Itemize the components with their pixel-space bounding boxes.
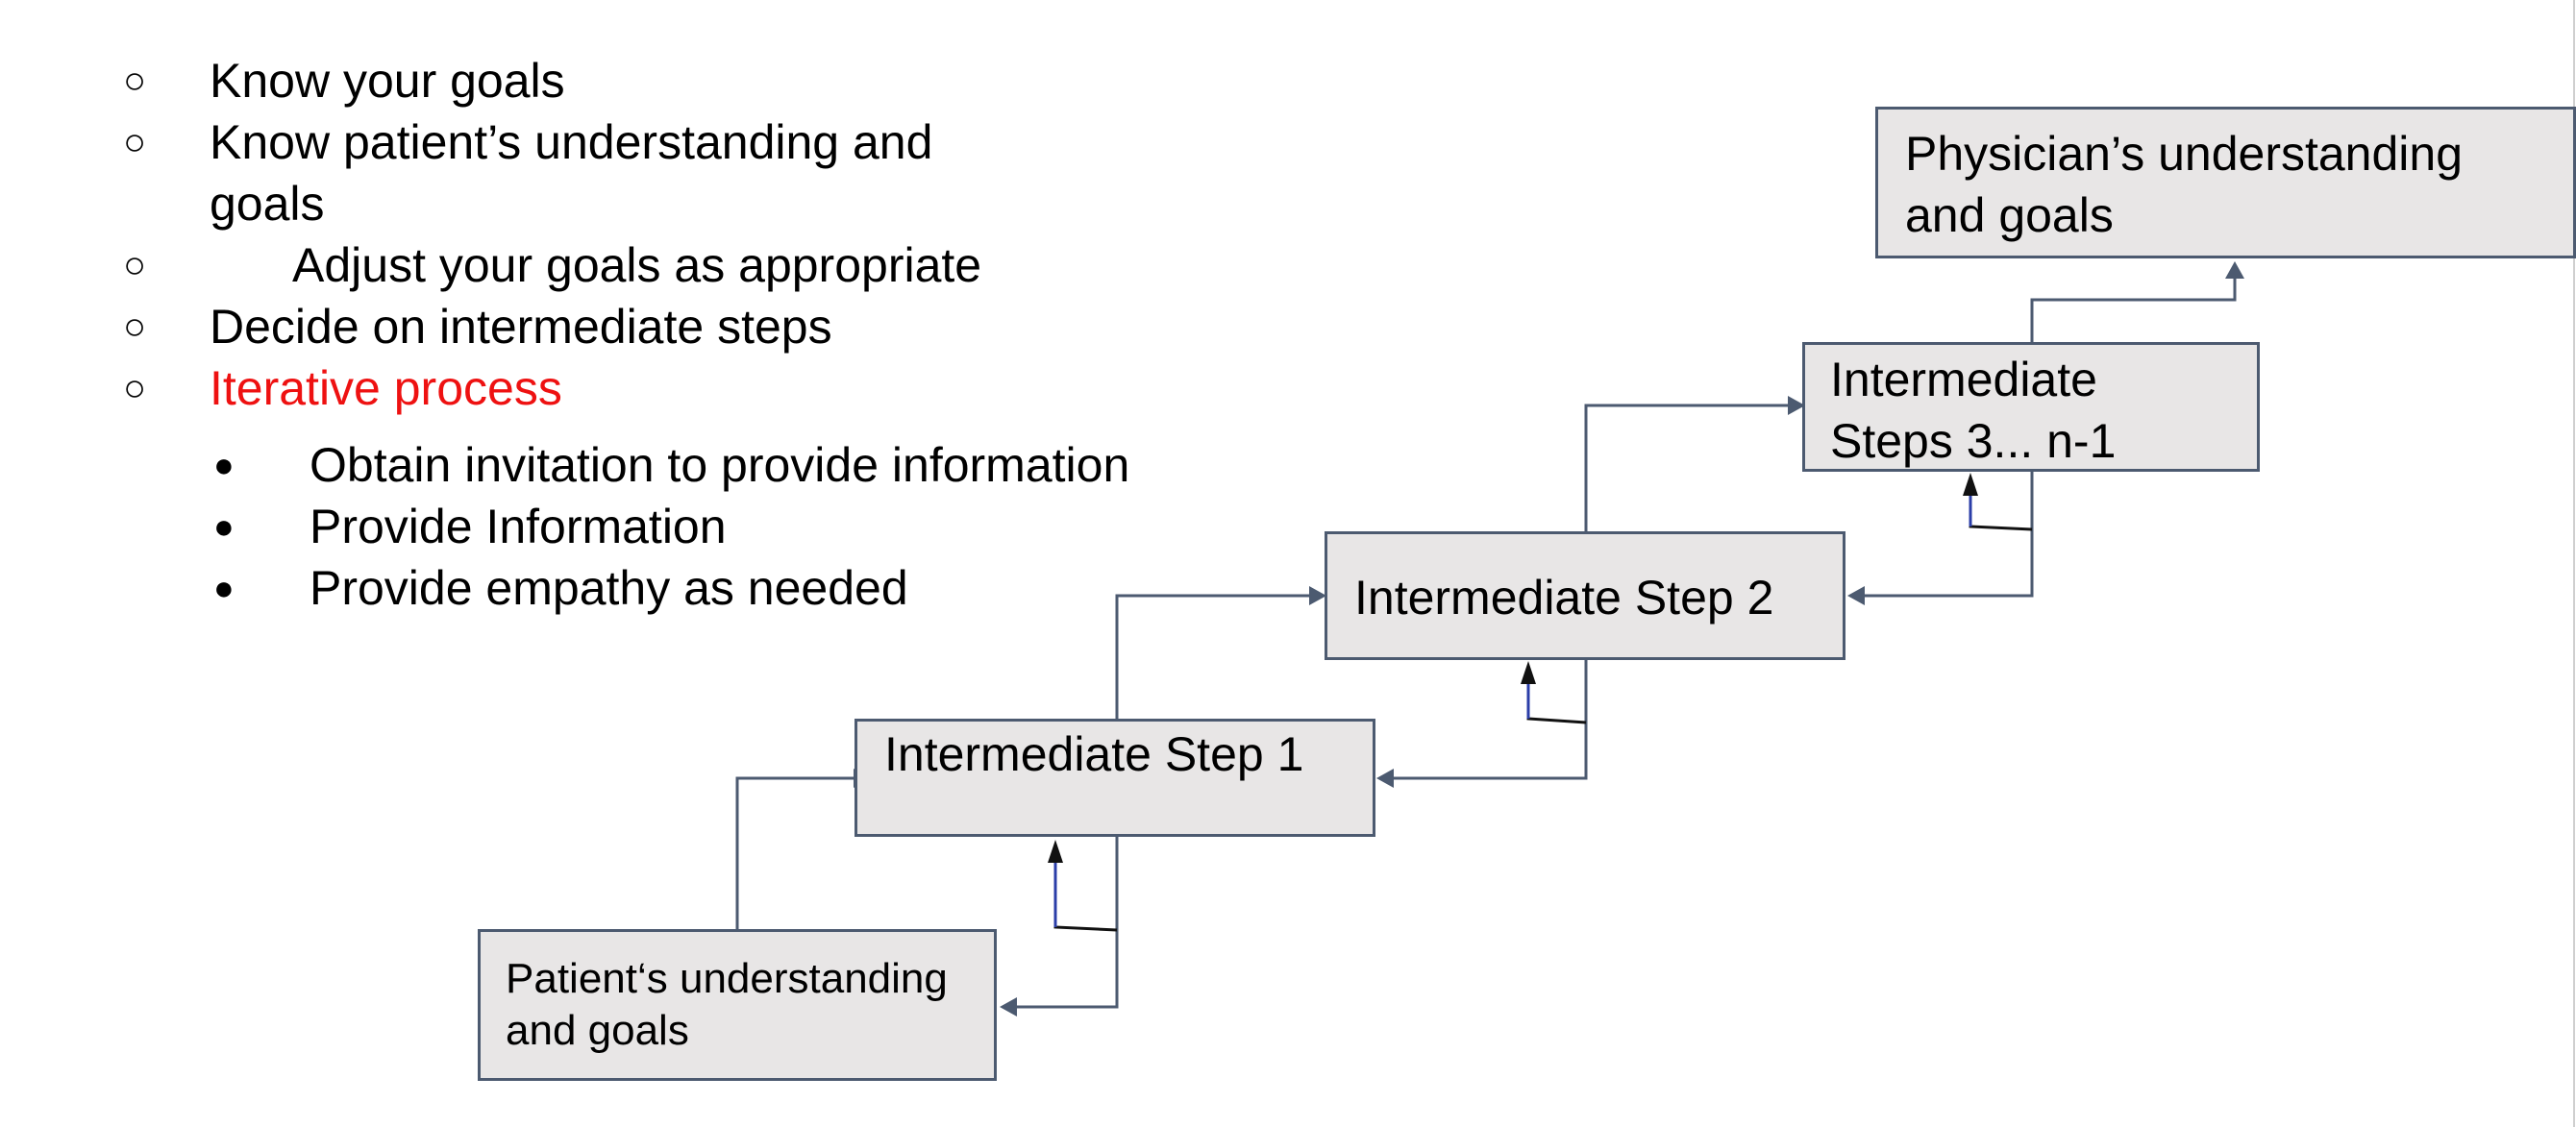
arrowhead xyxy=(1963,473,1978,496)
arrowhead xyxy=(1847,586,1865,605)
intermediate-step-2-box: Intermediate Step 2 xyxy=(1325,531,1845,660)
list-item-adjust-goals: Adjust your goals as appropriate xyxy=(292,238,982,292)
list-item-know-patient-cont: goals xyxy=(210,177,325,231)
slide-right-edge xyxy=(2573,0,2575,1127)
list-marker: ○ xyxy=(123,244,147,286)
list-marker: ○ xyxy=(123,60,147,102)
box-label-line2: Steps 3... n-1 xyxy=(1830,414,2117,468)
list-item-know-goals: Know your goals xyxy=(210,54,565,108)
arrowhead xyxy=(1000,997,1017,1017)
list-item-know-patient: Know patient’s understanding and xyxy=(210,115,933,169)
sublist-item-obtain-invitation: Obtain invitation to provide information xyxy=(310,438,1130,492)
arrowhead xyxy=(1521,661,1536,684)
sublist-bullet: ● xyxy=(213,445,235,484)
list-marker: ○ xyxy=(123,306,147,348)
intermediate-step-1-box: Intermediate Step 1 xyxy=(855,719,1375,837)
arrowhead xyxy=(2225,261,2244,279)
sublist-item-provide-empathy: Provide empathy as needed xyxy=(310,561,908,615)
connector-step2-to-step3 xyxy=(1584,404,1788,533)
box-label-line2: and goals xyxy=(1905,188,2114,242)
box-label-line2: and goals xyxy=(506,1007,689,1054)
box-label: Intermediate Step 2 xyxy=(1354,571,1774,625)
list-marker: ○ xyxy=(123,367,147,409)
sublist-item-provide-information: Provide Information xyxy=(310,500,727,553)
list-item-iterative-process: Iterative process xyxy=(210,361,562,415)
connector-step3-to-step2 xyxy=(1865,471,2034,598)
arrowhead xyxy=(1788,396,1805,415)
iteration-loop-step2 xyxy=(1526,668,1587,724)
physician-understanding-box: Physician’s understanding and goals xyxy=(1875,107,2576,258)
intermediate-steps-3-box: Intermediate Steps 3... n-1 xyxy=(1802,342,2260,472)
sublist-bullet: ● xyxy=(213,568,235,607)
list-item-decide-steps: Decide on intermediate steps xyxy=(210,300,832,354)
arrowhead xyxy=(1048,840,1063,863)
box-label-line1: Intermediate xyxy=(1830,353,2097,406)
box-label: Intermediate Step 1 xyxy=(884,727,1304,781)
sublist-bullet: ● xyxy=(213,506,235,546)
iteration-loop-step1 xyxy=(1053,845,1118,932)
box-label-line1: Physician’s understanding xyxy=(1905,127,2464,181)
connector-step1-to-step2 xyxy=(1115,594,1309,721)
patient-understanding-box: Patient‘s understanding and goals xyxy=(478,929,997,1081)
list-marker: ○ xyxy=(123,121,147,163)
connector-step3-to-physician xyxy=(2030,279,2237,344)
iteration-loop-step3 xyxy=(1969,480,2033,531)
connector-step2-to-step1 xyxy=(1394,658,1588,780)
box-label-line1: Patient‘s understanding xyxy=(506,955,948,1002)
outline-list: ○ Know your goals ○ Know patient’s under… xyxy=(0,0,1346,673)
connector-patient-to-step1 xyxy=(735,776,854,930)
connector-step1-to-patient xyxy=(1017,836,1119,1009)
arrowhead xyxy=(1376,769,1394,788)
arrowhead xyxy=(1309,586,1326,605)
